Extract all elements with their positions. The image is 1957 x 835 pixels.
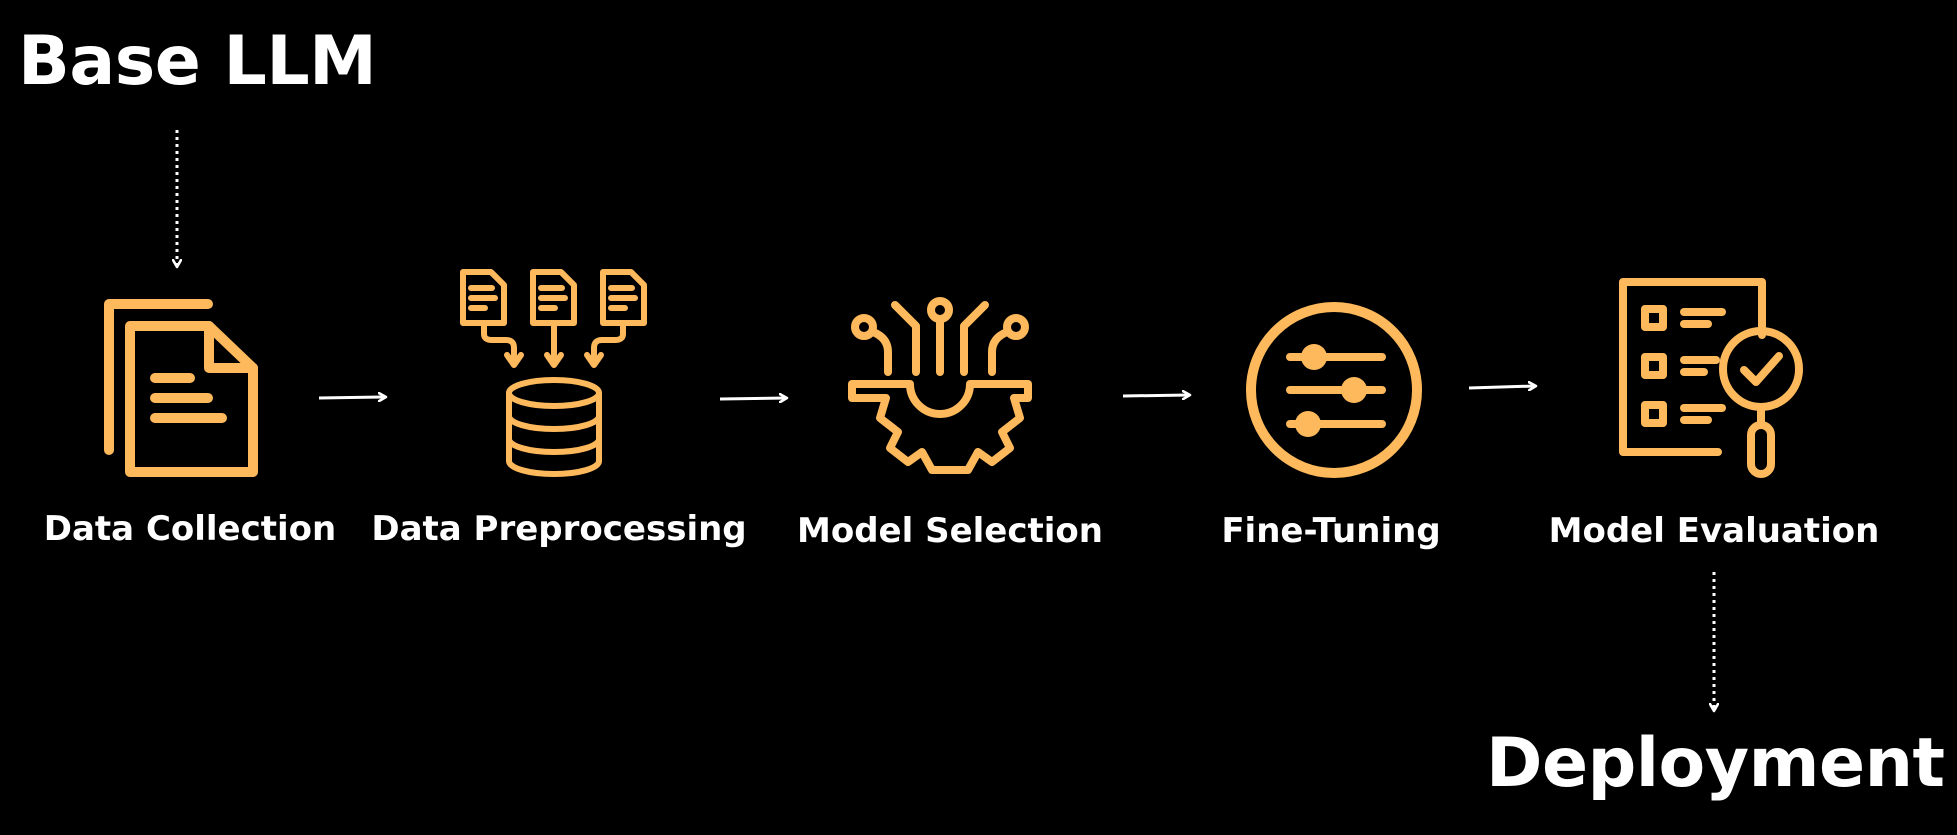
arrow-1 — [318, 397, 385, 398]
step-label-model-evaluation: Model Evaluation — [1548, 511, 1880, 551]
step-label-data-preprocessing: Data Preprocessing — [371, 509, 747, 549]
arrow-4 — [1468, 386, 1535, 388]
step-label-model-selection: Model Selection — [797, 511, 1103, 551]
deployment-title: Deployment — [1486, 724, 1945, 803]
step-label-data-collection: Data Collection — [43, 509, 337, 549]
base-llm-title: Base LLM — [18, 22, 377, 101]
checklist-magnifier-icon — [1619, 278, 1803, 478]
step-label-fine-tuning: Fine-Tuning — [1221, 511, 1441, 551]
gear-circuit-icon — [848, 297, 1032, 474]
arrow-2 — [719, 398, 786, 399]
database-icon — [460, 269, 647, 477]
sliders-icon — [1246, 302, 1422, 478]
arrow-3 — [1122, 395, 1189, 396]
documents-icon — [104, 299, 258, 477]
